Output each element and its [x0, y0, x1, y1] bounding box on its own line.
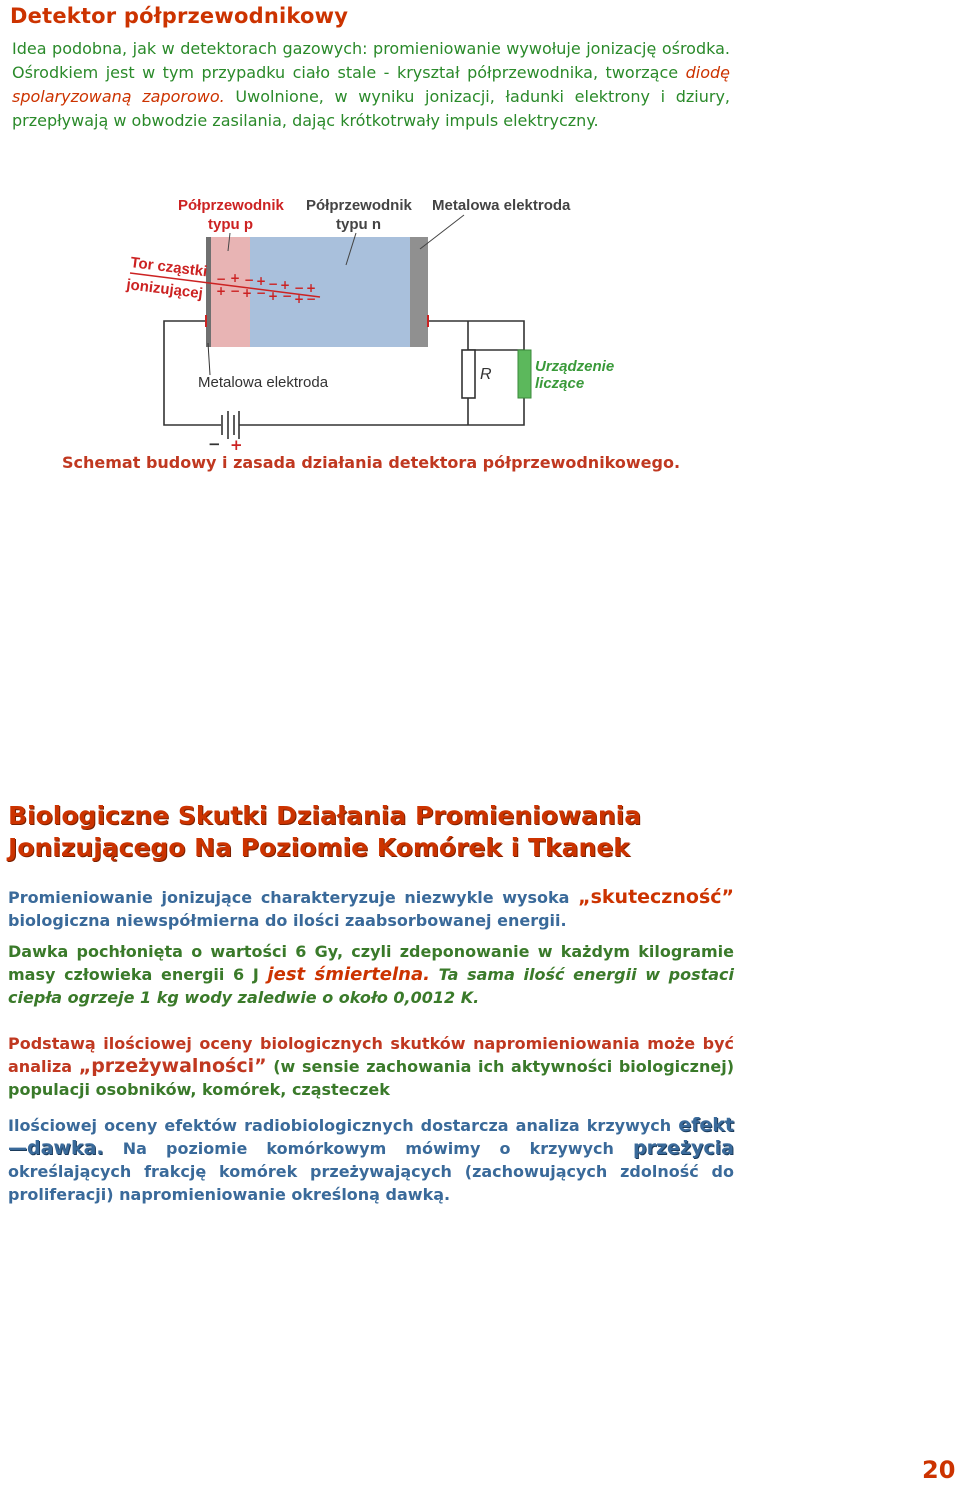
p-type-region: [210, 237, 250, 347]
battery-plus: +: [230, 436, 243, 454]
p2-text-a: Dawka pochłonięta o wartości 6 Gy, czyli…: [8, 942, 734, 984]
pointer-p: [227, 232, 231, 252]
resistor: [461, 349, 476, 399]
metal-electrode-left: [206, 237, 211, 347]
particle-track: [129, 272, 321, 298]
label-resistor: R: [480, 366, 492, 383]
p1-text-b: biologiczna niewspółmierna do ilości zaa…: [8, 911, 567, 930]
svg-text:−: −: [256, 286, 266, 300]
svg-text:+: +: [242, 286, 252, 300]
label-counter-2: liczące: [535, 375, 584, 392]
label-counter-1: Urządzenie: [535, 358, 614, 375]
svg-text:+: +: [268, 289, 278, 303]
charge-markers: −+−+−+−+ +−+−+−+−: [216, 271, 316, 306]
battery-minus: −: [208, 435, 221, 453]
battery: [221, 411, 240, 439]
svg-text:+: +: [294, 292, 304, 306]
detector-text-b: Uwolnione, w wyniku jonizacji, ładunki e…: [12, 87, 730, 130]
p3-text-b: (w sensie zachowania ich aktywności biol…: [8, 1057, 735, 1099]
semiconductor-detector-diagram: −+−+−+−+ +−+−+−+− Półprzewodnik typu p P…: [125, 197, 615, 454]
paragraph-lethal-dose: Dawka pochłonięta o wartości 6 Gy, czyli…: [8, 940, 734, 1009]
label-track-1: Tor cząstki: [130, 254, 209, 280]
svg-text:+: +: [306, 281, 316, 295]
pointer-metal-bottom: [207, 342, 211, 376]
label-p-type-2: typu p: [208, 216, 253, 233]
svg-text:−: −: [244, 273, 254, 287]
svg-text:−: −: [282, 289, 292, 303]
svg-text:+: +: [256, 274, 266, 288]
p4-highlight-2: przeżycia: [633, 1137, 734, 1159]
diagram-caption: Schemat budowy i zasada działania detekt…: [62, 453, 681, 472]
p4-text-a: Ilościowej oceny efektów radiobiologiczn…: [8, 1116, 679, 1135]
label-metal-bottom: Metalowa elektroda: [198, 374, 329, 391]
circuit-wires: [163, 320, 525, 426]
pointer-n: [345, 232, 357, 266]
label-p-type-1: Półprzewodnik: [178, 197, 285, 214]
section-title-detector: Detektor półprzewodnikowy: [10, 4, 349, 28]
p3-text-a: Podstawą ilościowej oceny biologicznych …: [8, 1034, 734, 1076]
label-n-type-1: Półprzewodnik: [306, 197, 413, 214]
p2-text-b: Ta sama ilość energii w postaci ciepła o…: [8, 965, 735, 1007]
svg-text:−: −: [306, 292, 316, 306]
svg-text:+: +: [230, 271, 240, 285]
paragraph-survival-analysis: Podstawą ilościowej oceny biologicznych …: [8, 1032, 734, 1101]
p4-highlight-1: efekt—dawka.: [8, 1114, 734, 1159]
label-track-2: jonizującej: [125, 276, 204, 302]
p2-highlight: jest śmiertelna.: [267, 964, 430, 985]
svg-text:−: −: [268, 277, 278, 291]
metal-electrode-right: [410, 237, 428, 347]
svg-text:−: −: [230, 284, 240, 298]
p1-highlight: „skuteczność”: [578, 886, 734, 908]
section-title-biological: Biologiczne Skutki Działania Promieniowa…: [8, 801, 642, 862]
p3-highlight: „przeżywalności”: [78, 1055, 267, 1077]
page-number: 20: [922, 1456, 956, 1484]
svg-text:+: +: [280, 278, 290, 292]
paragraph-dose-curves: Ilościowej oceny efektów radiobiologiczn…: [8, 1114, 734, 1206]
pointer-metal-top: [419, 214, 465, 250]
p4-text-b: Na poziomie komórkowym mówimy o krzywych: [103, 1139, 634, 1158]
svg-text:−: −: [216, 272, 226, 286]
p4-text-c: określających frakcję komórek przeżywają…: [8, 1162, 734, 1204]
detector-text-a: Idea podobna, jak w detektorach gazowych…: [12, 39, 730, 82]
svg-text:+: +: [216, 284, 226, 298]
detector-description: Idea podobna, jak w detektorach gazowych…: [12, 37, 730, 133]
p1-text-a: Promieniowanie jonizujące charakteryzuje…: [8, 888, 579, 907]
svg-text:−: −: [294, 281, 304, 295]
paragraph-effectiveness: Promieniowanie jonizujące charakteryzuje…: [8, 886, 734, 932]
label-metal-top: Metalowa elektroda: [432, 197, 571, 214]
detector-text-emphasis: diodę spolaryzowaną zaporowo.: [12, 63, 730, 106]
counting-device: [517, 349, 532, 399]
label-n-type-2: typu n: [336, 216, 381, 233]
